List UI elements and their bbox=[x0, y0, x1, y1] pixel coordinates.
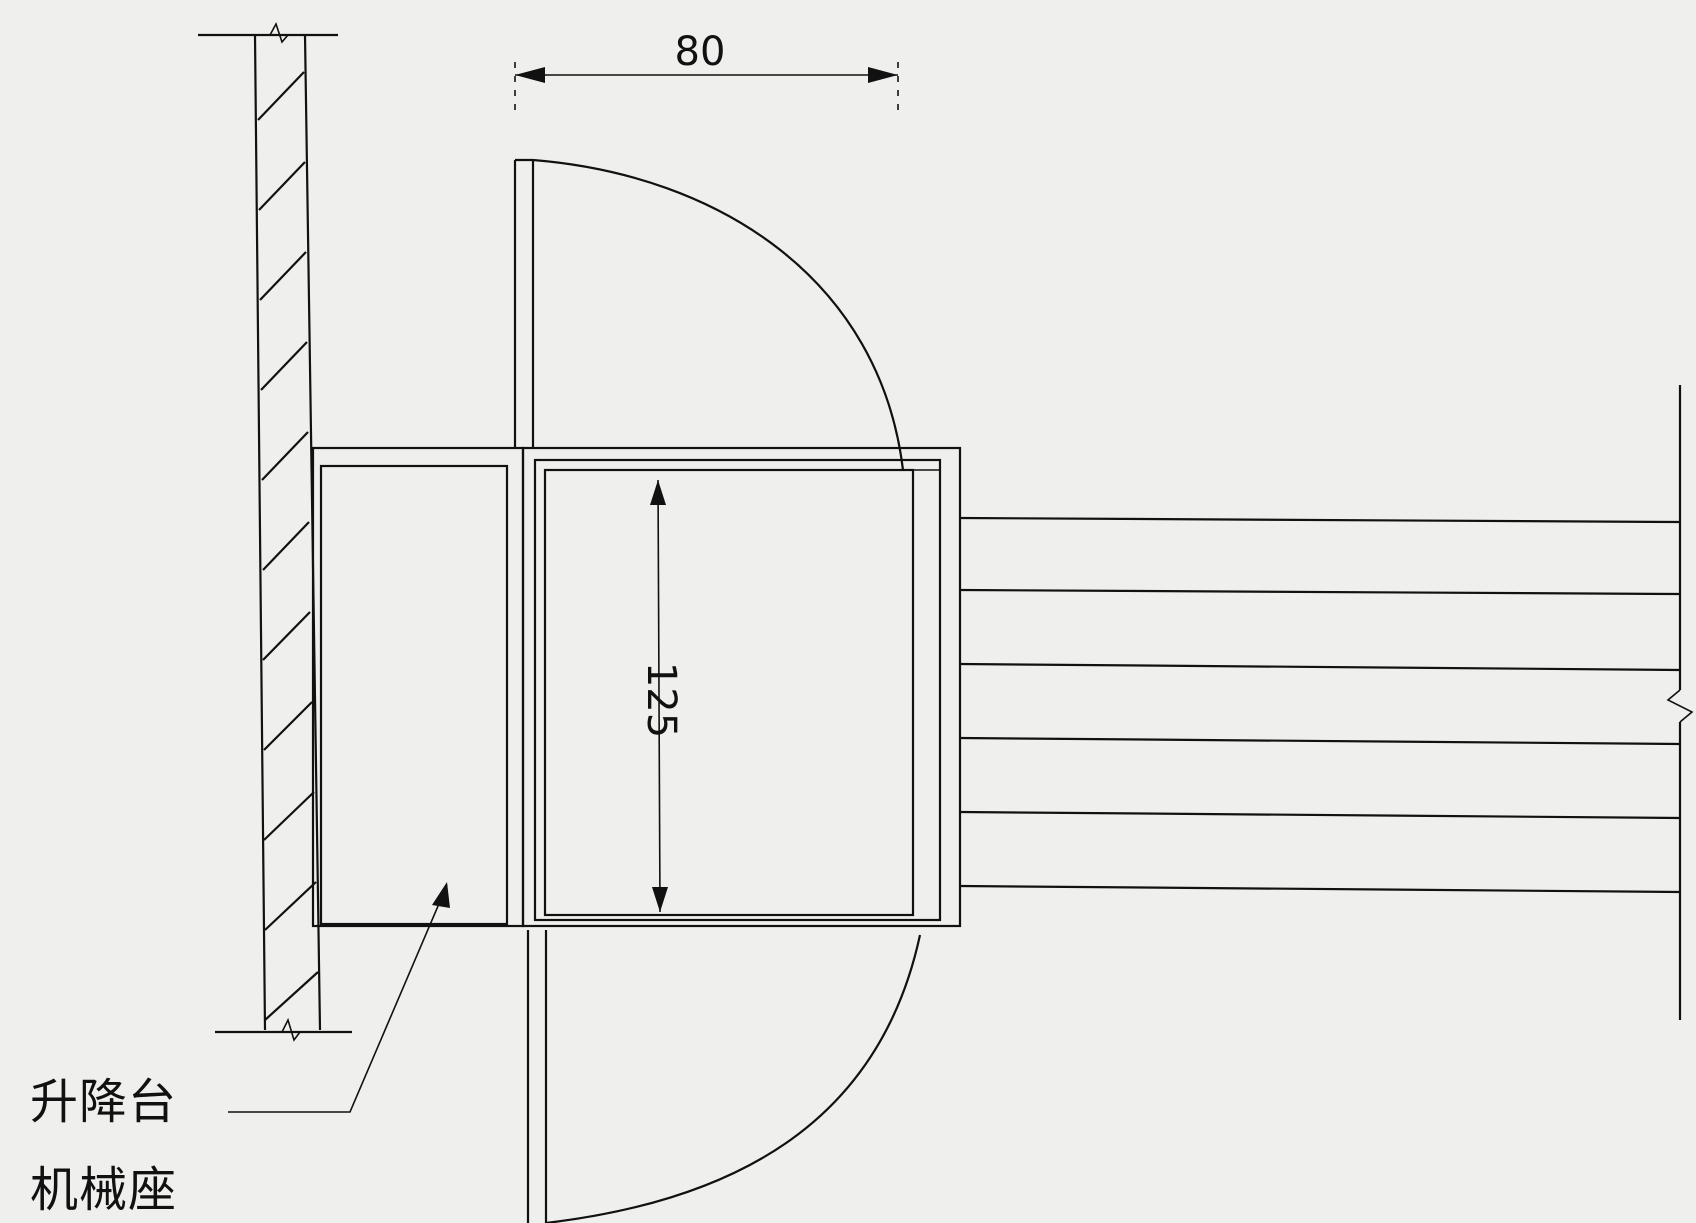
callout-label-lift-platform: 升降台 bbox=[30, 1074, 178, 1130]
dimension-height-label: 125 bbox=[638, 662, 684, 738]
bottom-door-leaf bbox=[526, 930, 922, 1223]
callout-leader bbox=[228, 882, 450, 1113]
dimension-width-label: 80 bbox=[675, 29, 726, 75]
dimension-height: 125 bbox=[638, 479, 684, 913]
top-door-leaf bbox=[513, 158, 905, 471]
callout-label-mechanical-seat: 机械座 bbox=[30, 1162, 178, 1218]
central-frame bbox=[521, 446, 962, 928]
mechanical-seat bbox=[311, 446, 525, 928]
wall bbox=[198, 22, 352, 1042]
dimension-width: 80 bbox=[514, 29, 899, 118]
wall-hatching bbox=[257, 71, 319, 1021]
right-horizontal-members bbox=[959, 385, 1694, 1020]
